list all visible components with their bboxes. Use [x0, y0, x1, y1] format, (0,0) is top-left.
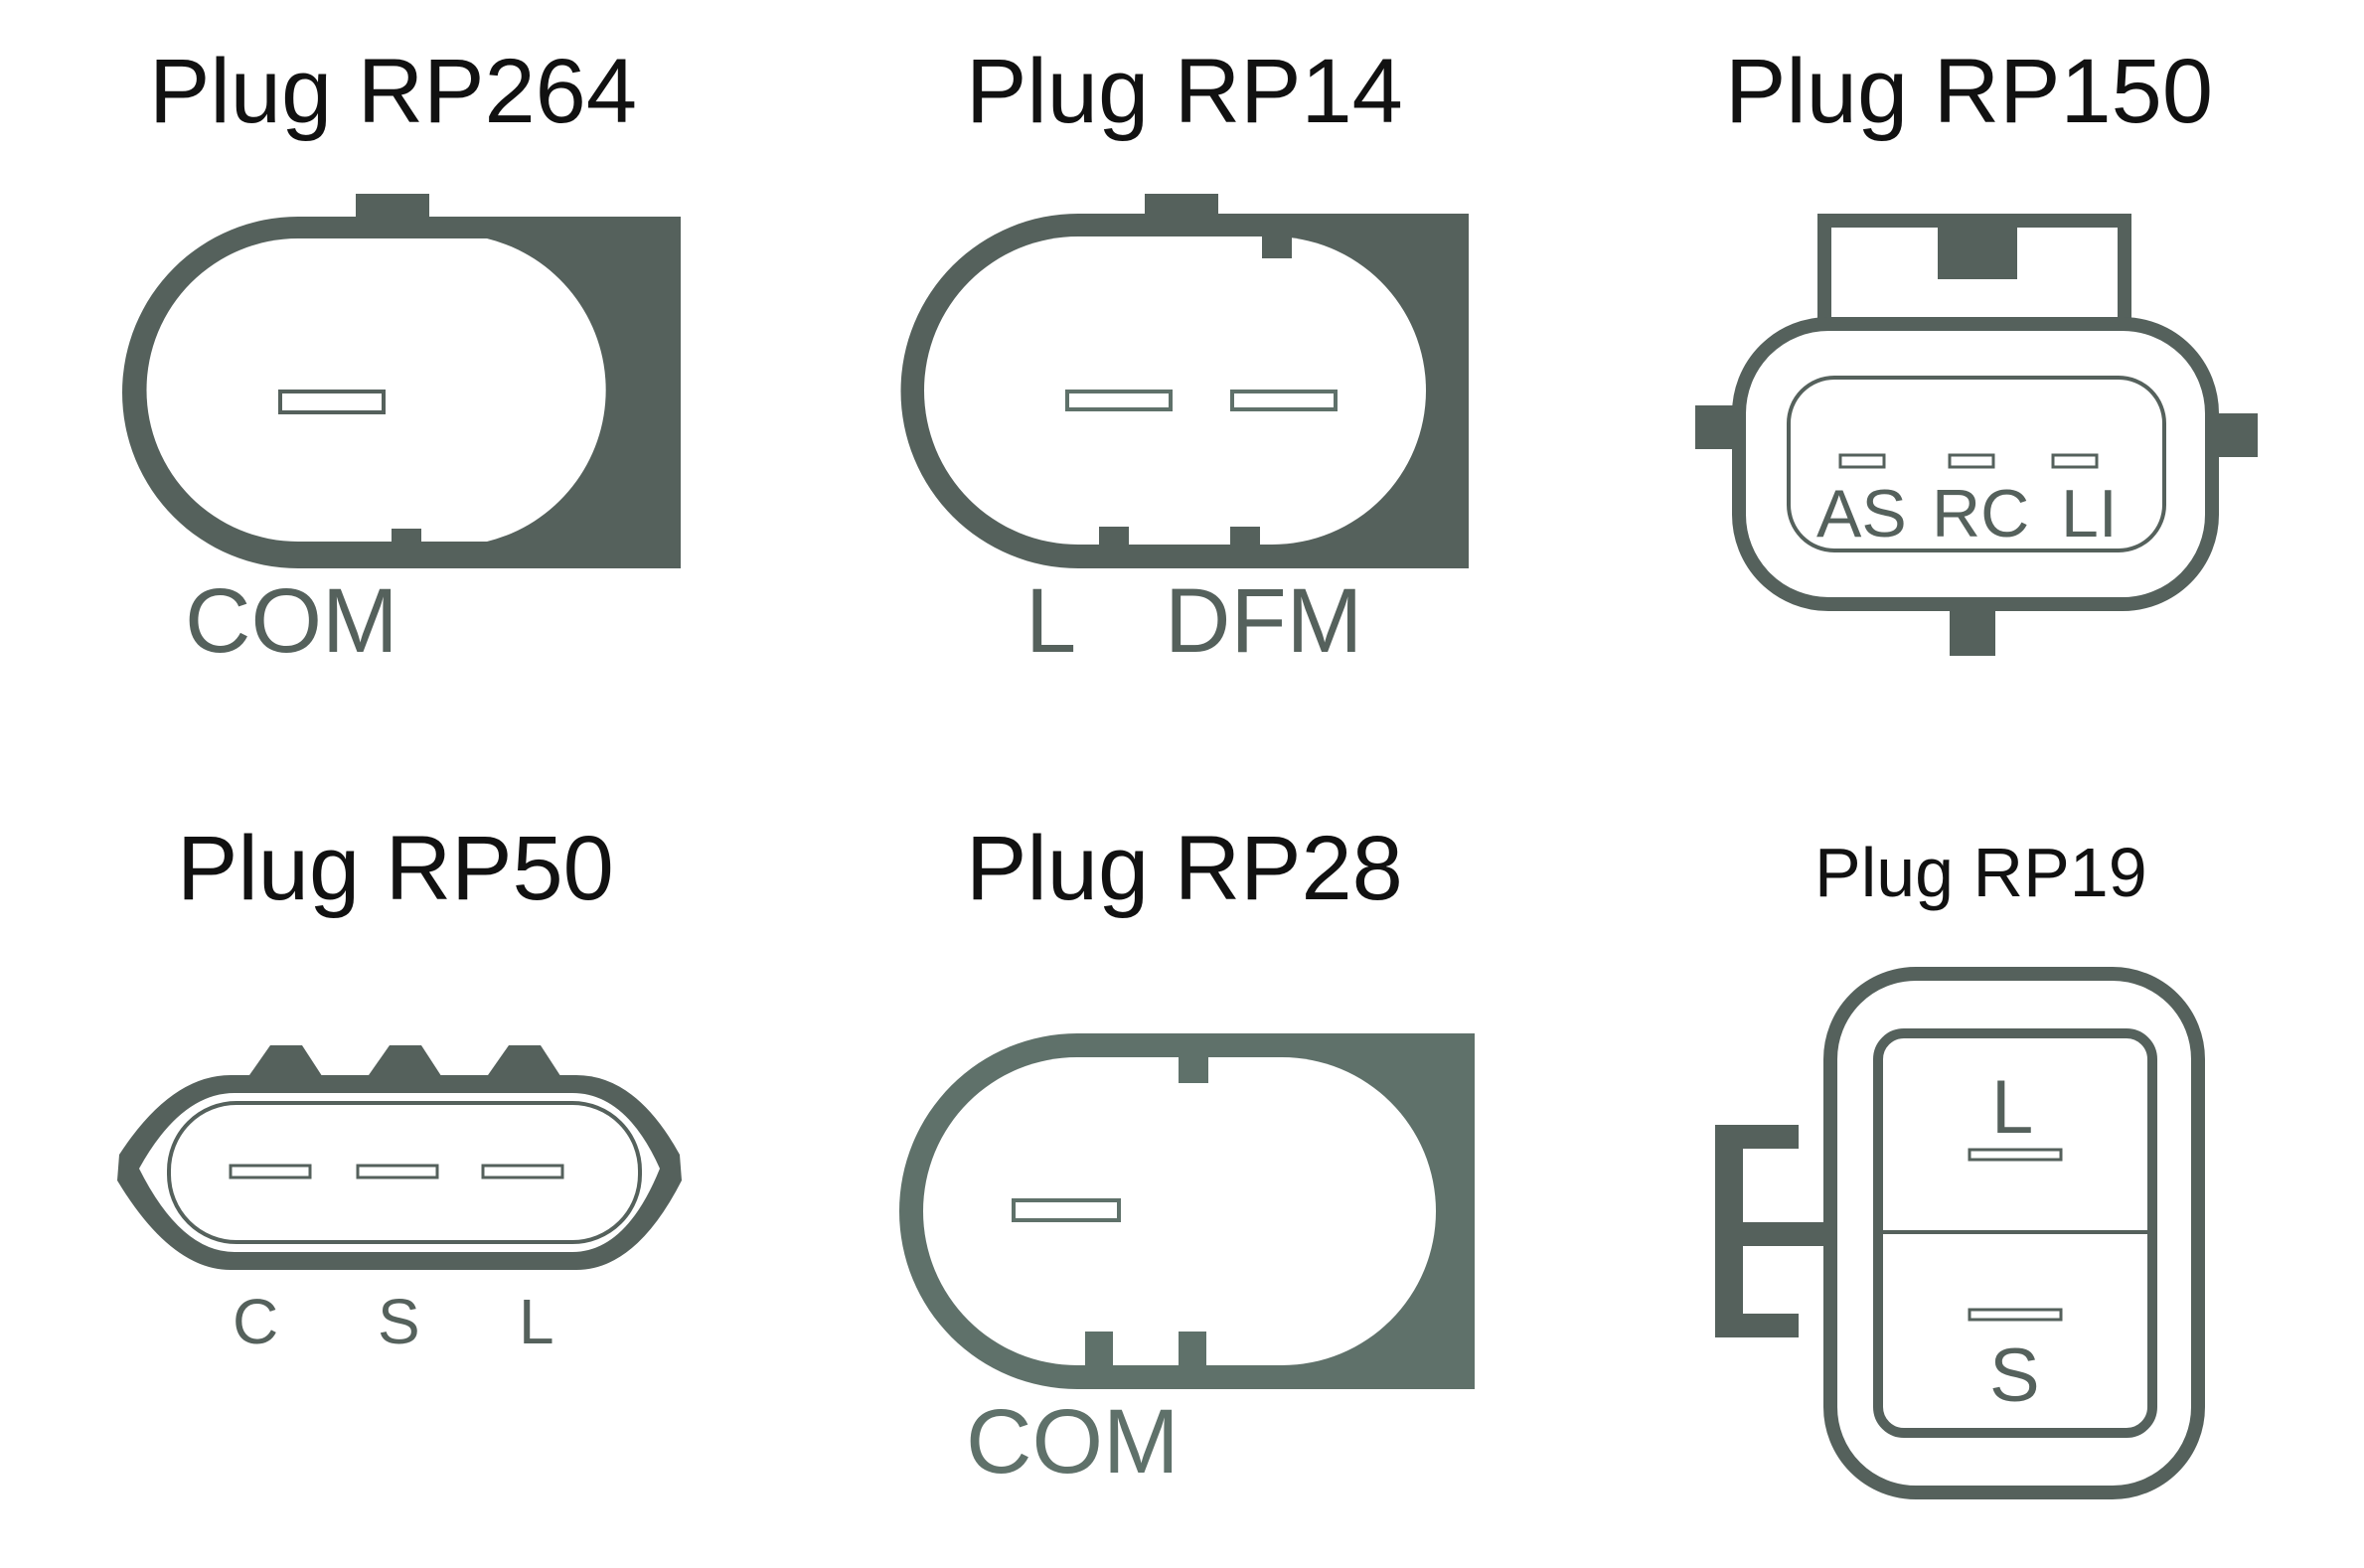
pin-label-as: AS	[1816, 476, 1907, 551]
pin-label-l: L	[1025, 570, 1076, 672]
plug-title-rp264: Plug RP264	[149, 41, 637, 142]
plug-title-rp14: Plug RP14	[966, 41, 1403, 142]
plug-title-rp150: Plug RP150	[1725, 41, 2213, 142]
plug-title-rp19: Plug RP19	[1814, 834, 2147, 911]
pin-label-l2: L	[519, 1286, 554, 1357]
plug-rp14-icon: L DFM	[900, 194, 1469, 672]
plug-title-rp50: Plug RP50	[177, 818, 614, 919]
pin-label-s: S	[378, 1286, 420, 1357]
plug-rp19-icon: L S	[1715, 967, 2205, 1499]
pin-label-li: LI	[2061, 476, 2118, 551]
plug-title-rp28: Plug RP28	[966, 818, 1403, 919]
pin-label-c: C	[233, 1286, 278, 1357]
plug-rp28-icon: COM	[899, 1033, 1475, 1492]
plug-rp50-icon: C S L	[117, 1045, 682, 1357]
plug-rp264-icon: COM	[122, 194, 681, 672]
plug-rp150-icon: AS RC LI	[1695, 214, 2258, 656]
pin-label-s2: S	[1989, 1333, 2040, 1418]
pin-label-com2: COM	[966, 1391, 1180, 1492]
pin-label-dfm: DFM	[1165, 570, 1362, 672]
pin-label-l3: L	[1991, 1065, 2033, 1150]
pin-label-com: COM	[185, 570, 398, 672]
pin-label-rc: RC	[1932, 476, 2029, 551]
